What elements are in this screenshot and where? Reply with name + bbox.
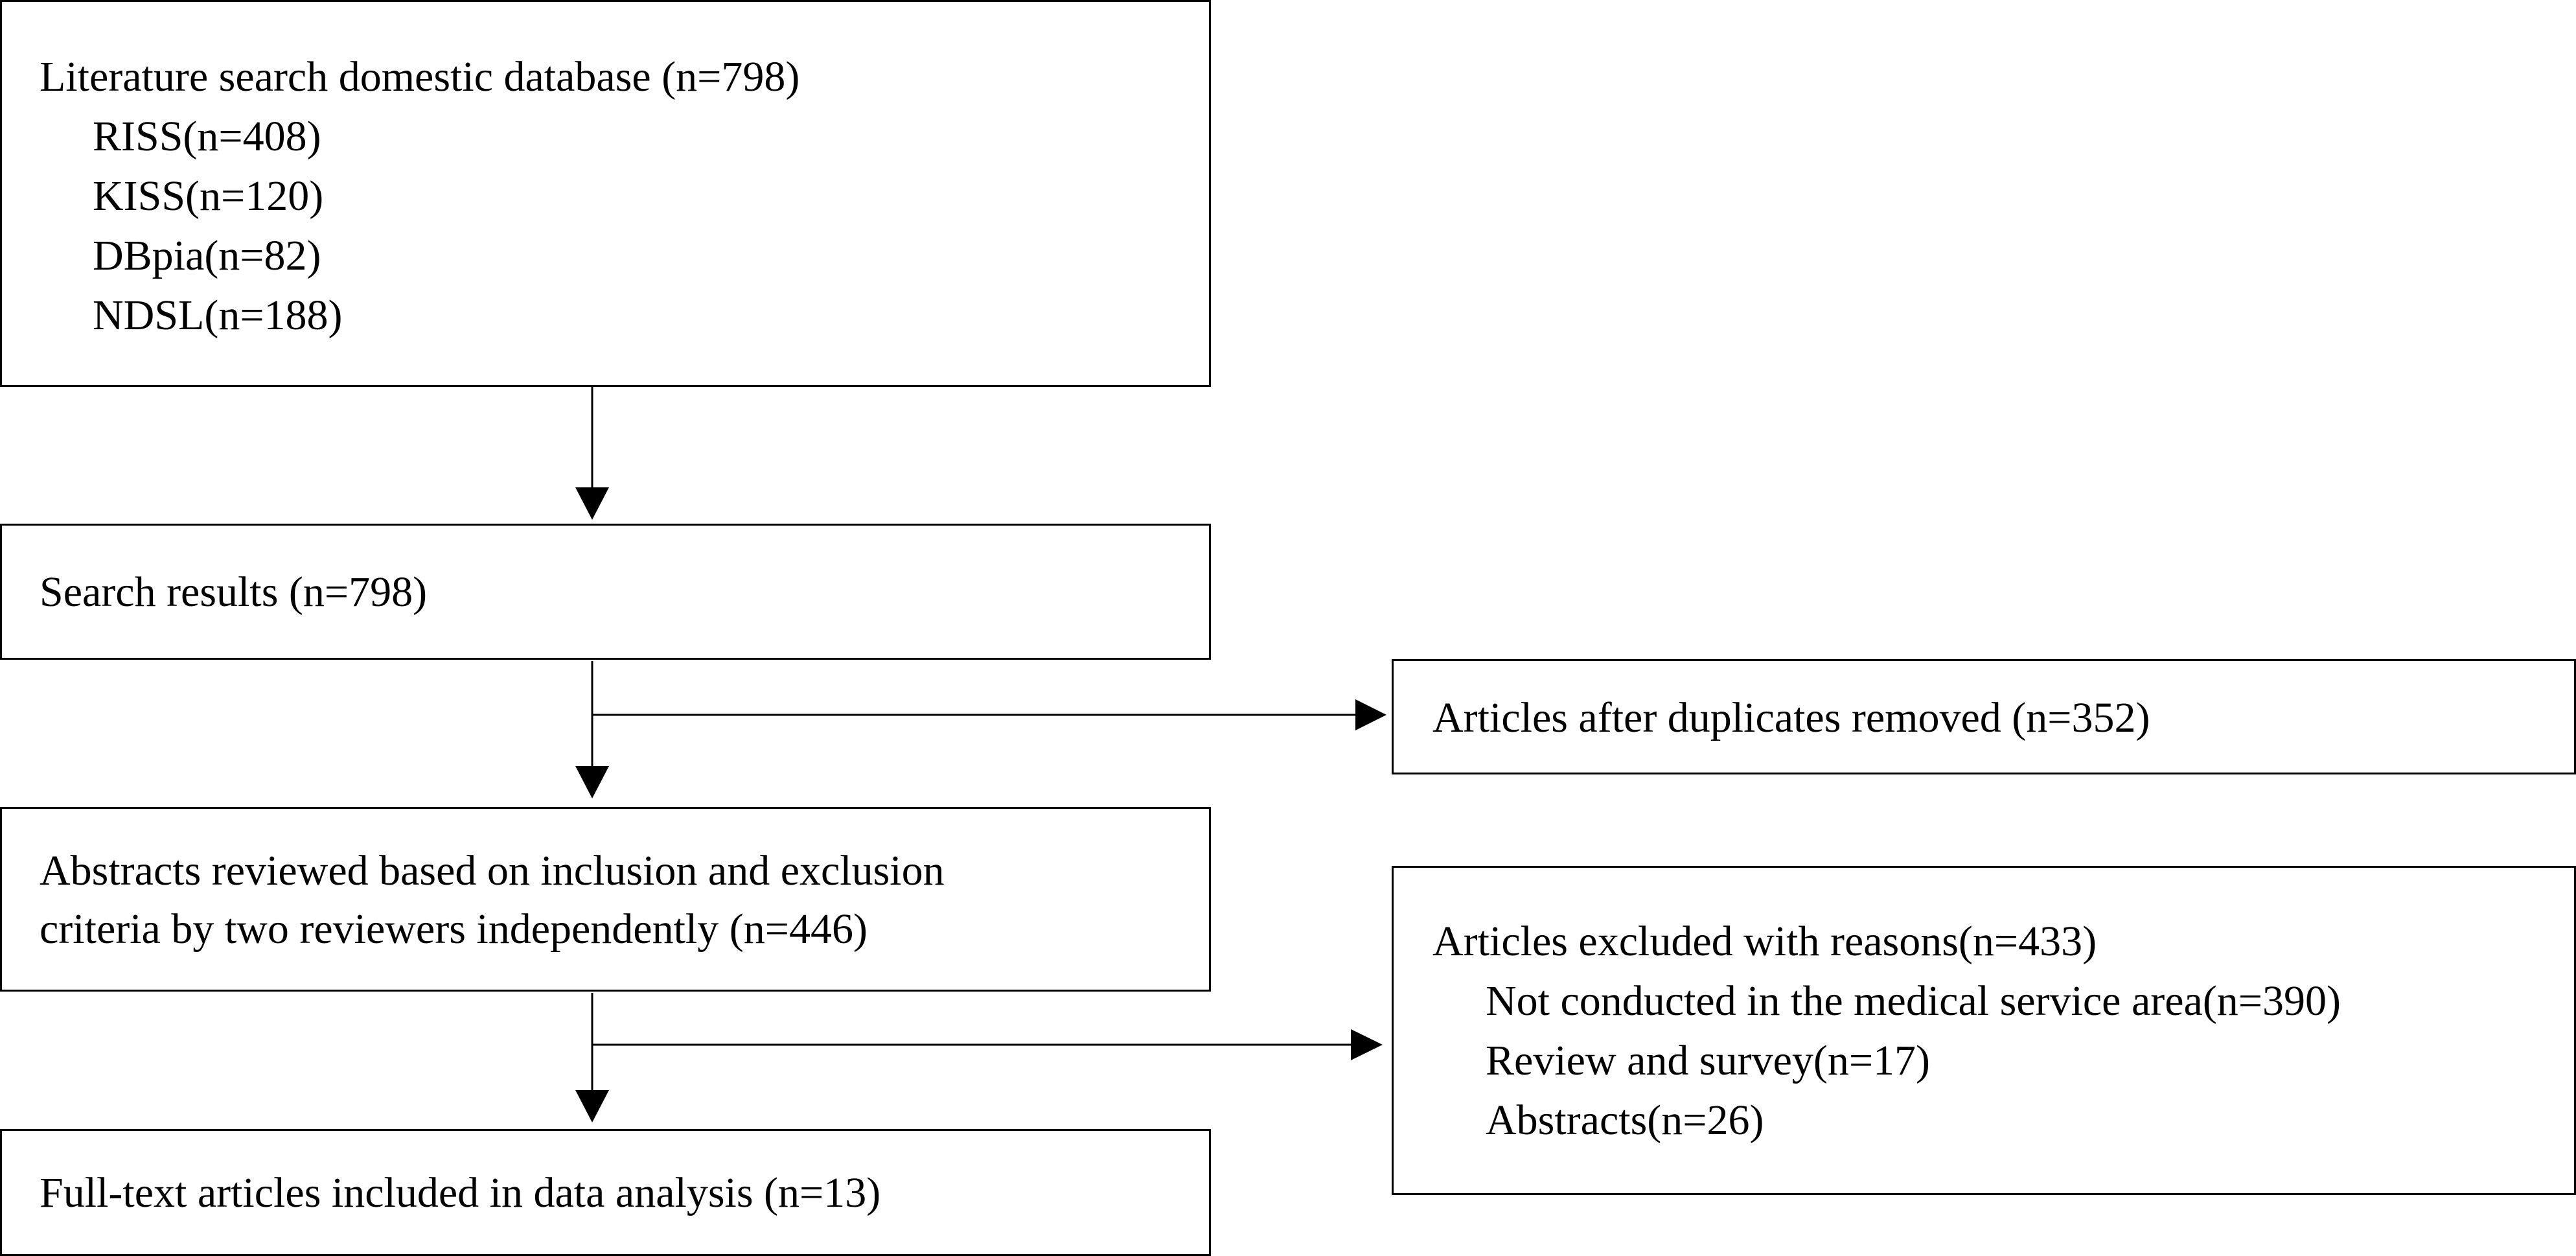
articles-excluded-title: Articles excluded with reasons(n=433) [1432, 918, 2097, 965]
arrowhead-duplicates [1355, 699, 1386, 730]
search-database-title: Literature search domestic database (n=7… [40, 53, 800, 100]
arrowhead-excluded [1351, 1029, 1383, 1060]
excluded-reason-medical-service: Not conducted in the medical service are… [1486, 977, 2341, 1025]
database-item-kiss: KISS(n=120) [93, 172, 324, 220]
search-database-box: Literature search domestic database (n=7… [0, 0, 1211, 387]
database-item-dbpia: DBpia(n=82) [93, 232, 321, 279]
arrowhead-abstracts [575, 766, 609, 798]
abstracts-reviewed-line-2: criteria by two reviewers independently … [40, 905, 868, 953]
database-item-riss: RISS(n=408) [93, 113, 321, 160]
search-results-box: Search results (n=798) [0, 524, 1211, 660]
arrowhead-included [575, 1090, 609, 1122]
excluded-reason-abstracts: Abstracts(n=26) [1486, 1097, 1764, 1144]
database-item-ndsl: NDSL(n=188) [93, 292, 343, 339]
abstracts-reviewed-line-1: Abstracts reviewed based on inclusion an… [40, 847, 945, 894]
search-results-title: Search results (n=798) [40, 568, 428, 616]
articles-excluded-box: Articles excluded with reasons(n=433) No… [1392, 866, 2576, 1195]
full-text-included-box: Full-text articles included in data anal… [0, 1129, 1211, 1256]
duplicates-removed-title: Articles after duplicates removed (n=352… [1432, 694, 2150, 741]
duplicates-removed-box: Articles after duplicates removed (n=352… [1392, 659, 2576, 774]
arrowhead-results [575, 487, 609, 520]
full-text-included-title: Full-text articles included in data anal… [40, 1169, 881, 1216]
abstracts-reviewed-box: Abstracts reviewed based on inclusion an… [0, 807, 1211, 992]
excluded-reason-review-survey: Review and survey(n=17) [1486, 1037, 1931, 1084]
